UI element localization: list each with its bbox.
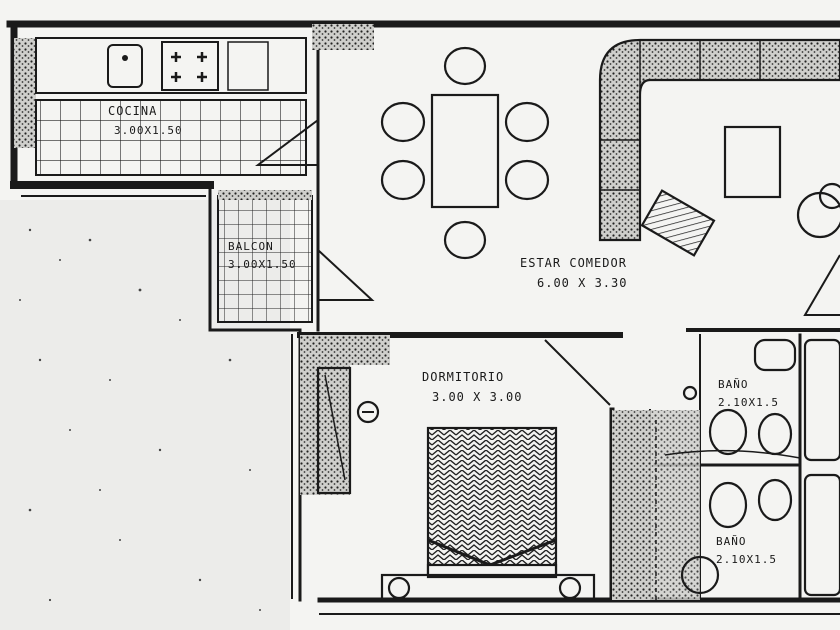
chair-icon	[504, 159, 550, 201]
lamp-icon	[387, 576, 411, 600]
room-dims-bano-1: 2.10X1.5	[718, 396, 779, 409]
chair-icon	[504, 101, 550, 143]
room-name-estar: ESTAR COMEDOR	[520, 256, 627, 270]
chair-icon	[380, 101, 426, 143]
armchair	[640, 189, 716, 257]
room-dims-cocina: 3.00X1.50	[114, 124, 183, 137]
chair-icon	[380, 159, 426, 201]
room-name-cocina: COCINA	[108, 104, 158, 118]
dining-table	[430, 93, 500, 209]
bed	[426, 426, 558, 575]
closet-knob-icon	[356, 400, 380, 424]
balcony	[217, 190, 313, 323]
living-dining	[255, 38, 840, 406]
kitchen	[35, 37, 307, 176]
room-dims-estar: 6.00 X 3.30	[537, 276, 628, 290]
room-dims-dormitorio: 3.00 X 3.00	[432, 390, 523, 404]
bathrooms	[655, 338, 840, 600]
room-name-bano-1: BAÑO	[718, 378, 749, 391]
sink-icon	[107, 44, 143, 88]
toilet-icon	[708, 408, 748, 456]
lamp-icon	[558, 576, 582, 600]
bedroom	[316, 366, 596, 602]
wall-fills	[14, 24, 700, 600]
room-name-balcon: BALCON	[228, 240, 274, 253]
sink-icon	[757, 478, 793, 522]
room-dims-bano-2: 2.10X1.5	[716, 553, 777, 566]
sink-icon	[757, 412, 793, 456]
chair-icon	[443, 220, 487, 260]
room-name-bano-2: BAÑO	[716, 535, 747, 548]
toilet-icon	[708, 481, 748, 529]
stove-icon	[161, 41, 219, 91]
room-dims-balcon: 3.00X1.50	[228, 258, 297, 271]
room-name-dormitorio: DORMITORIO	[422, 370, 505, 384]
chair-icon	[443, 46, 487, 86]
coffee-table	[723, 125, 782, 199]
